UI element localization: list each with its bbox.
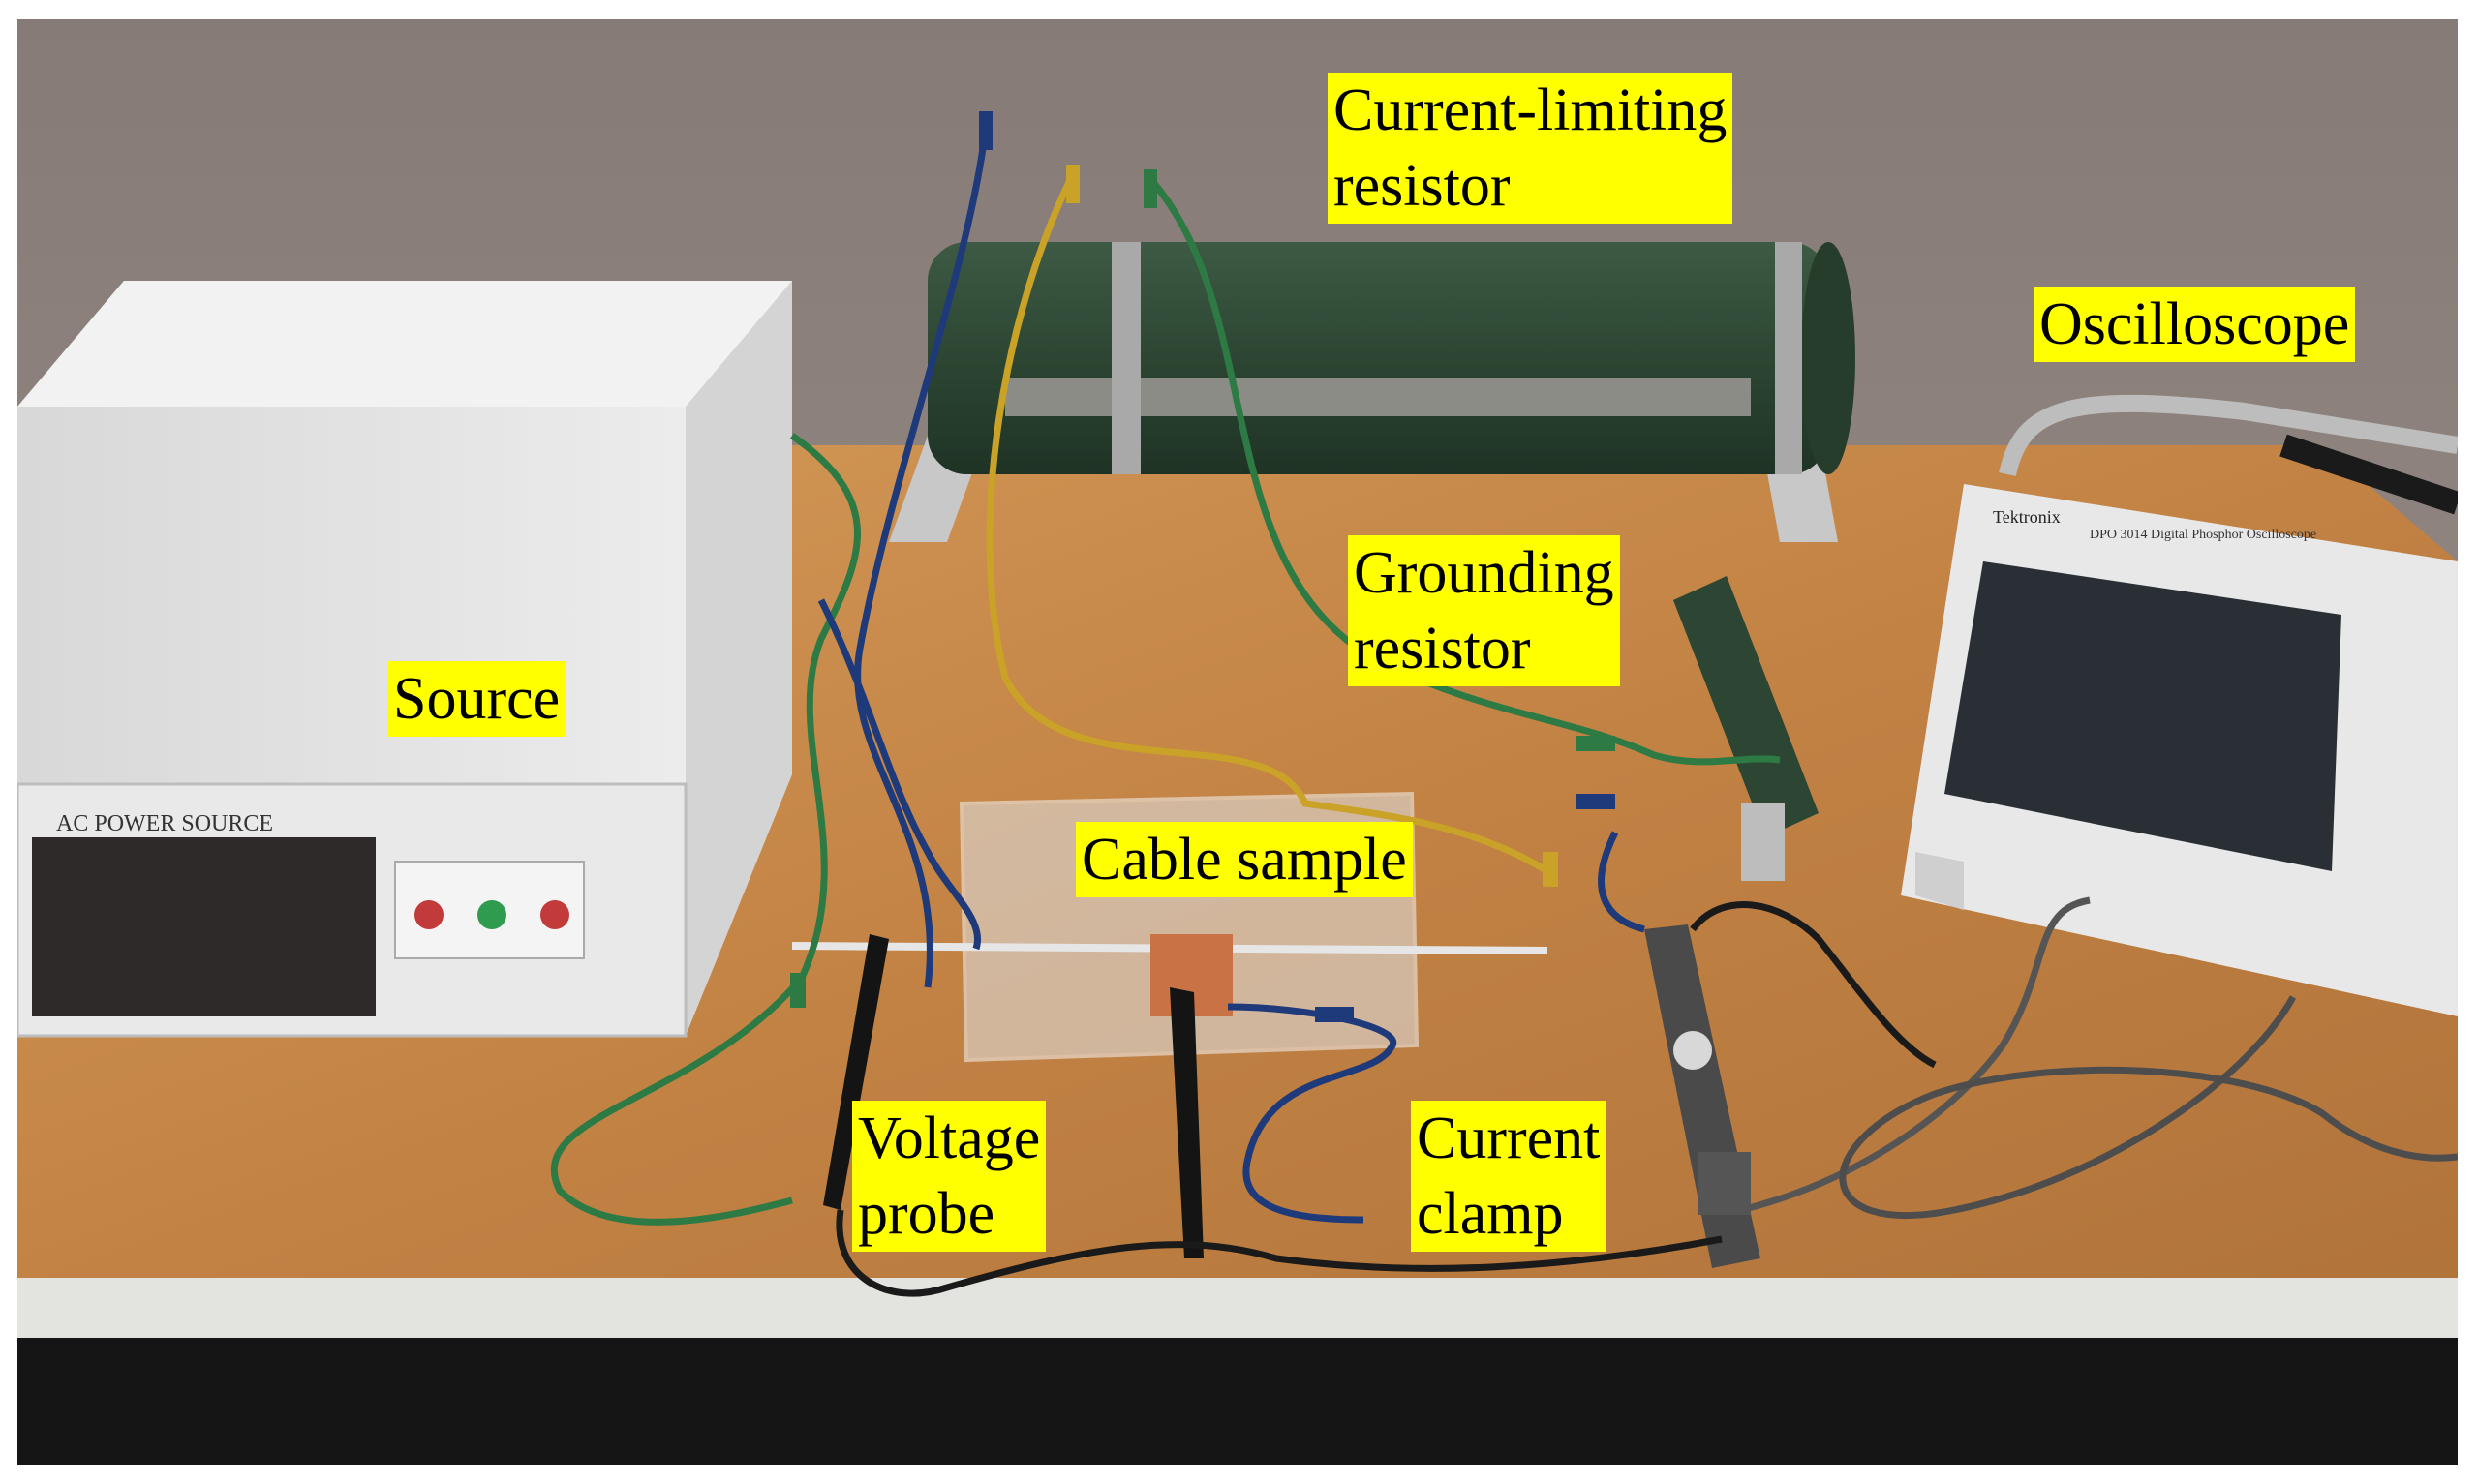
voltage-probes [823,934,1204,1258]
label-line: Voltage [858,1105,1041,1171]
scene-drawing: AC POWER SOURCE Te [17,19,2458,1465]
oscilloscope-model-text: DPO 3014 Digital Phosphor Oscilloscope [2090,528,2316,542]
label-line: resistor [1354,616,1531,681]
label-source: Source [387,661,566,737]
label-line: Grounding [1354,540,1614,606]
label-oscilloscope: Oscilloscope [2034,287,2356,362]
grounding-resistor [1673,576,1819,881]
current-clamp-device [1644,924,1760,1268]
ac-power-source-text: AC POWER SOURCE [56,811,273,836]
label-line: Cable sample [1082,827,1407,893]
floor-shadow [17,1336,2458,1465]
label-line: clamp [1417,1181,1564,1247]
label-current-limiting-resistor: Current-limiting resistor [1328,73,1733,224]
label-voltage-probe: Voltage probe [852,1101,1047,1252]
connector-plugs [790,111,1615,1022]
label-line: Oscilloscope [2039,291,2350,357]
current-limiting-resistor [889,242,1855,542]
label-line: Current [1417,1105,1601,1171]
ac-power-source: AC POWER SOURCE [17,281,792,1038]
label-line: Current-limiting [1333,77,1728,143]
label-line: probe [858,1181,995,1247]
oscilloscope-brand-text: Tektronix [1993,507,2061,527]
label-cable-sample: Cable sample [1076,822,1413,897]
lab-setup-photo: AC POWER SOURCE Te [17,19,2458,1465]
label-grounding-resistor: Grounding resistor [1348,535,1620,686]
label-current-clamp: Current clamp [1411,1101,1606,1252]
label-line: resistor [1333,153,1511,219]
table-edge [17,1278,2458,1338]
oscilloscope: Tektronix DPO 3014 Digital Phosphor Osci… [1901,394,2458,1016]
label-line: Source [393,666,561,732]
